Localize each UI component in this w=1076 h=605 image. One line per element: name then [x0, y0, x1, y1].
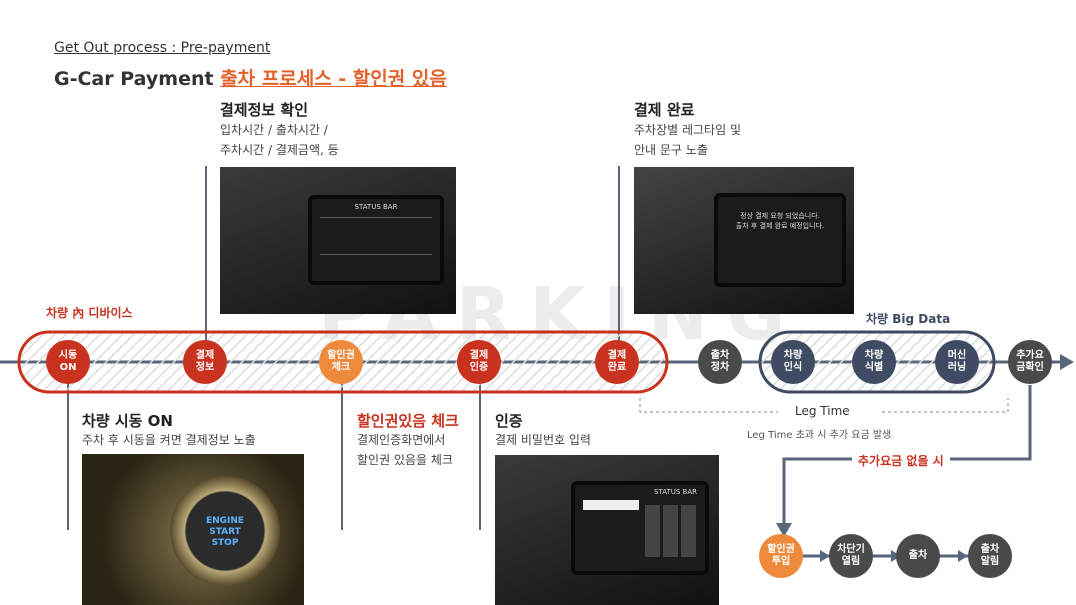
node-vehicle-recognize: 차량 인식	[771, 340, 815, 384]
dashboard-display: STATUS BAR	[308, 195, 444, 285]
title-prefix: G-Car Payment	[54, 68, 221, 90]
node-pay-info: 결제 정보	[183, 340, 227, 384]
node-exit-settle: 출차 정차	[698, 340, 742, 384]
timeline-arrowhead	[1060, 354, 1074, 370]
engine-label-2: START	[209, 527, 241, 537]
node-start: 시동 ON	[46, 340, 90, 384]
callout-auth-title: 인증	[495, 412, 523, 430]
callout-discount-title: 할인권있음 체크	[357, 412, 459, 430]
callout-auth-line1: 결제 비밀번호 입력	[495, 433, 591, 447]
callout-complete-line2: 안내 문구 노출	[634, 143, 708, 157]
node-machine-learning: 머신 러닝	[935, 340, 979, 384]
auth-display: STATUS BAR	[571, 481, 709, 575]
callout-start-title: 차량 시동 ON	[82, 412, 173, 430]
node-vehicle-identify: 차량 식별	[852, 340, 896, 384]
engine-button: ENGINE START STOP	[170, 476, 280, 586]
branch-label: 추가요금 없을 시	[852, 452, 950, 469]
group-label-big-data: 차량 Big Data	[866, 312, 951, 326]
title-accent: 출차 프로세스 - 할인권 있음	[220, 68, 447, 90]
group-label-in-vehicle: 차량 內 디바이스	[46, 306, 133, 320]
node-extra-fee-check: 추가요 금확인	[1008, 340, 1052, 384]
engine-button-photo: ENGINE START STOP	[82, 454, 304, 605]
complete-msg-1: 정상 결제 요청 되었습니다.	[740, 212, 820, 220]
auth-status-bar: STATUS BAR	[654, 488, 697, 496]
node-discount-insert: 할인권 투입	[759, 534, 803, 578]
password-field	[583, 500, 639, 510]
complete-display: 정상 결제 요청 되었습니다. 출차 후 결제 완료 예정입니다.	[714, 193, 846, 287]
engine-label-3: STOP	[211, 538, 239, 548]
callout-pay-info-line1: 입차시간 / 출차시간 /	[220, 123, 328, 137]
leg-time-note: Leg Time 초과 시 추가 요금 발생	[747, 430, 892, 441]
complete-msg-2: 출차 후 결제 완료 예정입니다.	[735, 222, 825, 230]
status-bar-text: STATUS BAR	[354, 203, 398, 211]
engine-label-1: ENGINE	[205, 516, 245, 526]
connector-auth	[479, 370, 481, 530]
connector-pay-info	[205, 166, 207, 346]
callout-discount-line2: 할인권 있음을 체크	[357, 453, 453, 467]
callout-complete-line1: 주차장별 레그타임 및	[634, 123, 741, 137]
node-exit: 출차	[896, 534, 940, 578]
callout-pay-info-line2: 주차시간 / 결제금액, 등	[220, 143, 339, 157]
node-exit-notify: 출차 알림	[968, 534, 1012, 578]
payment-complete-photo: 정상 결제 요청 되었습니다. 출차 후 결제 완료 예정입니다.	[634, 167, 854, 314]
payment-info-photo: STATUS BAR	[220, 167, 456, 314]
callout-discount-line1: 결제인증화면에서	[357, 433, 446, 447]
node-barrier-open: 차단기 열림	[829, 534, 873, 578]
page-title: G-Car Payment 출차 프로세스 - 할인권 있음	[54, 64, 447, 91]
node-discount-check: 할인권 체크	[319, 340, 363, 384]
callout-pay-info-title: 결제정보 확인	[220, 101, 309, 119]
keypad-graphic	[645, 505, 697, 557]
leg-time-label: Leg Time	[795, 404, 850, 418]
leg-time-bracket	[639, 398, 1009, 413]
payment-table-graphic	[320, 217, 432, 255]
page-subtitle: Get Out process : Pre-payment	[54, 40, 271, 56]
node-auth: 결제 인증	[457, 340, 501, 384]
callout-complete-title: 결제 완료	[634, 101, 695, 119]
connector-discount	[341, 370, 343, 530]
engine-label: ENGINE START STOP	[170, 516, 280, 549]
callout-start-line1: 주차 후 시동을 켜면 결제정보 노출	[82, 433, 256, 447]
auth-photo: STATUS BAR	[495, 455, 719, 605]
connector-complete	[618, 166, 620, 346]
node-complete: 결제 완료	[595, 340, 639, 384]
connector-start	[67, 370, 69, 530]
